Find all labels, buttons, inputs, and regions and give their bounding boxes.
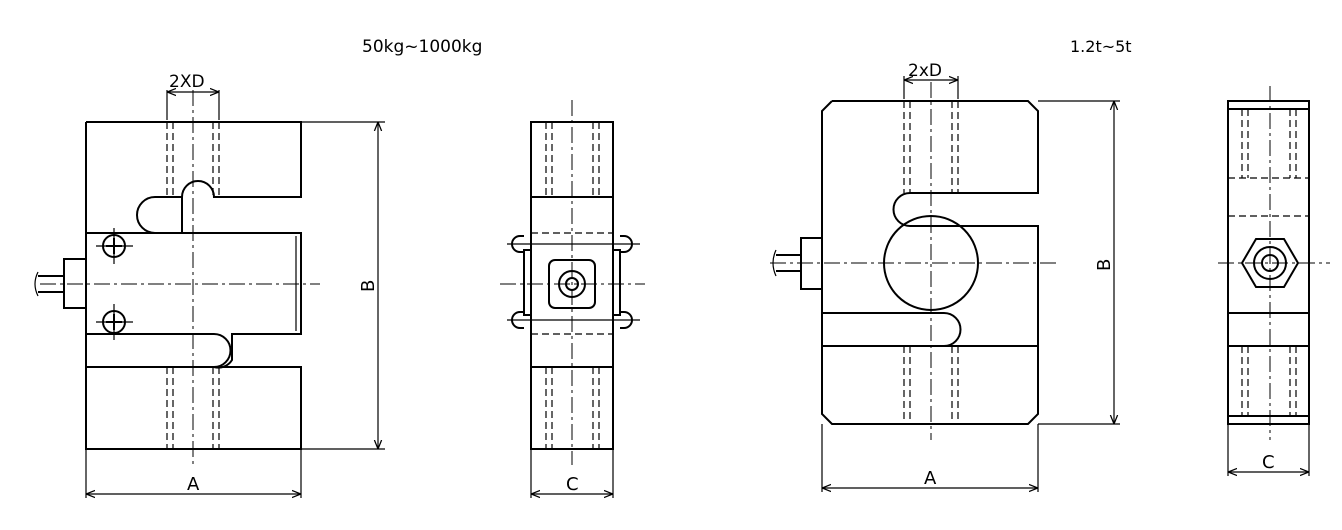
large-thickness-dim-label: C (1262, 452, 1275, 473)
large-s-beam-side-view: C (1218, 86, 1330, 476)
screw-icon (96, 304, 133, 340)
large-range-label: 1.2t~5t (1070, 37, 1132, 56)
small-hole-dim-label: 2XD (169, 72, 205, 92)
small-range-label: 50kg~1000kg (362, 37, 482, 57)
cable-gland (63, 258, 87, 309)
large-hole-dim-label: 2xD (908, 61, 942, 81)
large-width-dim-label: A (924, 468, 937, 489)
small-s-beam-side-view: C (500, 100, 645, 498)
small-thickness-dim-label: C (566, 474, 579, 495)
small-width-dim-label: A (187, 474, 200, 495)
connector-nut-icon (548, 259, 596, 309)
small-s-beam-front-view: 50kg~1000kg (34, 37, 482, 498)
hex-nut-icon (1240, 238, 1300, 288)
large-s-beam-front-view: 1.2t~5t 2xD B A (770, 37, 1132, 492)
large-height-dim-label: B (1094, 259, 1115, 271)
screw-icon (96, 228, 133, 264)
small-height-dim-label: B (358, 280, 379, 292)
cable-gland (800, 237, 823, 290)
